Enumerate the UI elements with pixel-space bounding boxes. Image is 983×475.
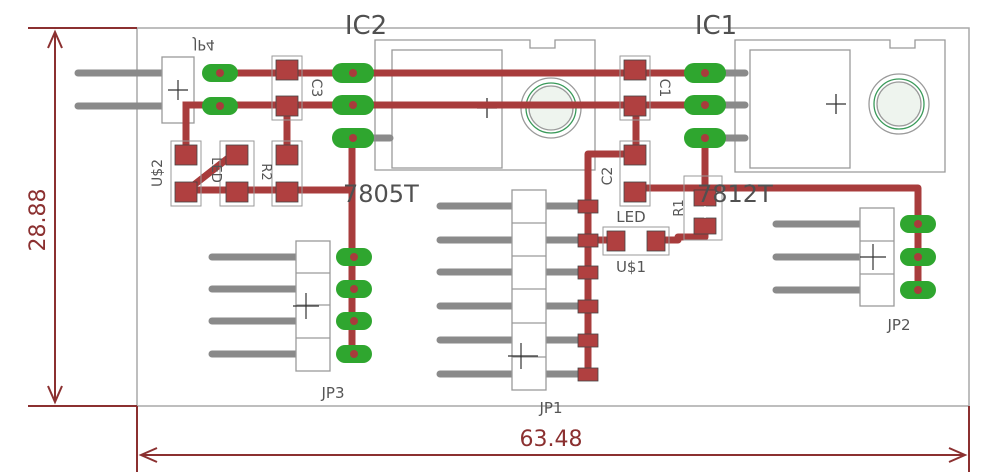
ic2-label: IC2: [345, 11, 387, 41]
c3-label: C3: [308, 79, 324, 98]
reg1-label: 7805T: [343, 180, 419, 208]
us2-label: U$2: [150, 159, 166, 187]
smd-crosses: [180, 82, 711, 247]
c2-label: C2: [600, 167, 616, 186]
c1-label: C1: [656, 79, 672, 98]
smd-outlines: [170, 55, 723, 256]
board-outline: [136, 27, 970, 407]
led2-label: LED: [208, 157, 223, 182]
smd-pads: [174, 59, 717, 382]
r1-label: R1: [672, 199, 687, 216]
reg2-label: 7812T: [697, 180, 773, 208]
pad-holes: [216, 69, 922, 358]
jp1-label: JP1: [538, 399, 562, 417]
height-dimension-label: 28.88: [26, 189, 51, 252]
us1-label: U$1: [616, 258, 646, 276]
ic1-label: IC1: [695, 11, 737, 41]
width-dimension: [136, 406, 970, 472]
tht-pads: [202, 63, 936, 363]
header-pins: [74, 69, 864, 378]
r2-label: R2: [258, 163, 273, 180]
jp3-label: JP3: [320, 384, 344, 402]
led1-label: LED: [616, 208, 645, 226]
ic1-body: [734, 39, 946, 173]
jp4-label: JP4: [192, 36, 215, 52]
width-dimension-label: 63.48: [520, 427, 583, 452]
jp2-label: JP2: [886, 316, 910, 334]
origin-crosses: [168, 80, 886, 369]
height-dimension: [28, 27, 137, 407]
